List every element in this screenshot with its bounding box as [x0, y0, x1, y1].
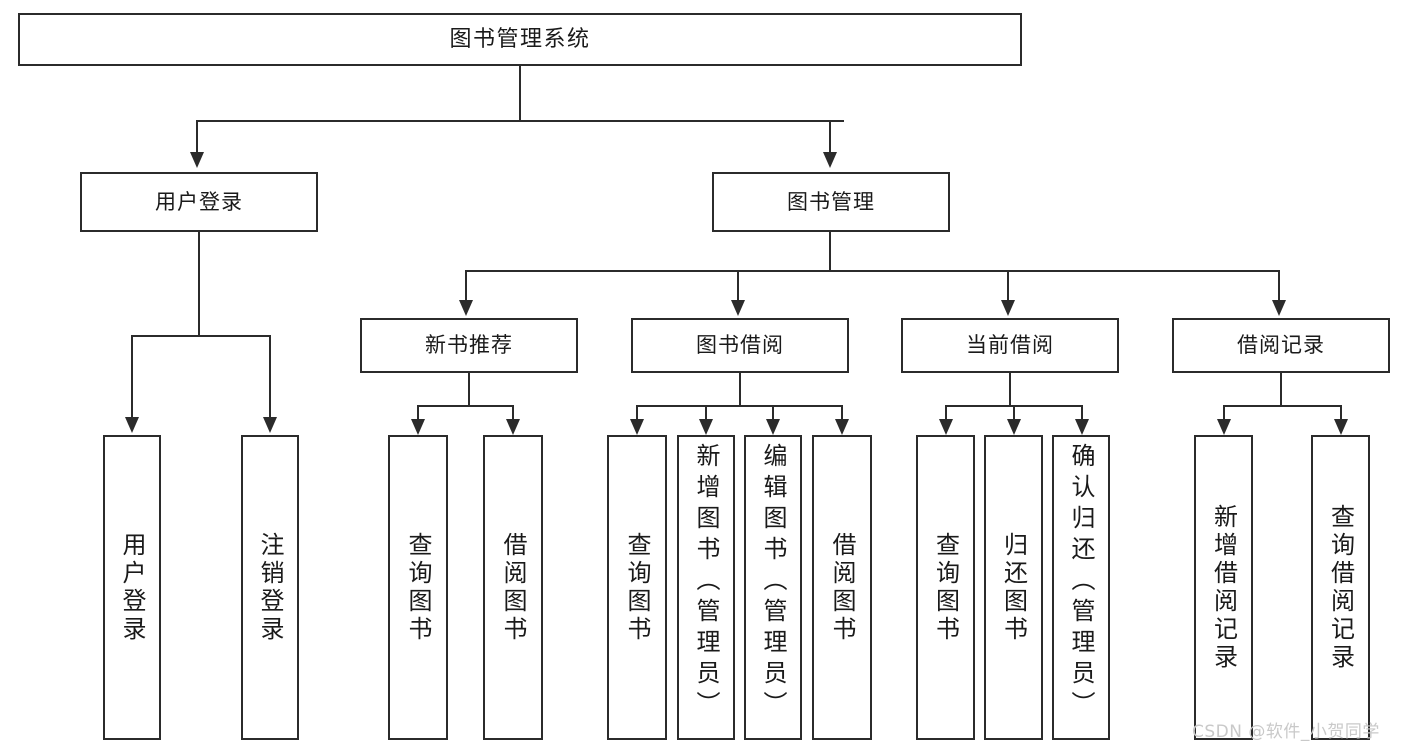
leaf-edit-book[interactable]: 编辑图书（管理员）: [744, 435, 802, 740]
connector-bb-bar: [636, 405, 843, 407]
connector-cb-stem: [1009, 373, 1011, 405]
leaf-logout[interactable]: 注销登录: [241, 435, 299, 740]
connector-user-login-drop-1: [131, 335, 133, 419]
connector-bm-drop-1: [465, 270, 467, 302]
node-label: 用户登录: [155, 189, 243, 214]
connector-user-login-bar: [131, 335, 271, 337]
node-label: 用户登录: [118, 531, 146, 644]
connector-br-stem: [1280, 373, 1282, 405]
node-label: 新增借阅记录: [1209, 503, 1238, 672]
node-label: 归还图书: [999, 531, 1028, 644]
connector-cb-drop-3: [1081, 405, 1083, 421]
node-label: 借阅图书: [828, 531, 856, 644]
connector-bm-drop-3: [1007, 270, 1009, 302]
node-label: 编辑图书（管理员）: [759, 443, 787, 722]
node-root-library-management-system[interactable]: 图书管理系统: [18, 13, 1022, 66]
leaf-query-book-3[interactable]: 查询图书: [916, 435, 975, 740]
connector-bb-drop-1: [636, 405, 638, 421]
leaf-add-book[interactable]: 新增图书（管理员）: [677, 435, 735, 740]
connector-bm-drop-2: [737, 270, 739, 302]
connector-nbr-bar: [417, 405, 513, 407]
arrow-to-leaf-query-book-2: [630, 419, 644, 435]
arrow-to-leaf-query-record: [1334, 419, 1348, 435]
connector-root-to-user-login: [196, 120, 198, 154]
connector-bb-drop-2: [705, 405, 707, 421]
node-current-borrow[interactable]: 当前借阅: [901, 318, 1119, 373]
arrow-to-leaf-add-record: [1217, 419, 1231, 435]
connector-cb-drop-1: [945, 405, 947, 421]
node-label: 查询图书: [404, 531, 432, 644]
arrow-to-leaf-return-book: [1007, 419, 1021, 435]
arrow-to-current-borrow: [1001, 300, 1015, 316]
arrow-to-leaf-borrow-book-2: [835, 419, 849, 435]
leaf-user-login[interactable]: 用户登录: [103, 435, 161, 740]
node-book-management[interactable]: 图书管理: [712, 172, 950, 232]
connector-user-login-stem: [198, 232, 200, 335]
connector-br-drop-2: [1340, 405, 1342, 421]
leaf-confirm-return[interactable]: 确认归还（管理员）: [1052, 435, 1110, 740]
csdn-watermark: CSDN @软件_小贺同学: [1192, 722, 1380, 742]
leaf-query-book-2[interactable]: 查询图书: [607, 435, 667, 740]
node-label: 注销登录: [256, 531, 284, 644]
leaf-add-record[interactable]: 新增借阅记录: [1194, 435, 1253, 740]
connector-br-drop-1: [1223, 405, 1225, 421]
node-label: 新增图书（管理员）: [692, 443, 720, 722]
node-label: 图书管理: [787, 189, 875, 214]
arrow-to-new-book-recommend: [459, 300, 473, 316]
connector-nbr-drop-1: [417, 405, 419, 421]
arrow-to-leaf-add-book: [699, 419, 713, 435]
connector-nbr-stem: [468, 373, 470, 405]
arrow-root-to-book-management: [823, 152, 837, 168]
node-book-borrow[interactable]: 图书借阅: [631, 318, 849, 373]
connector-br-bar: [1223, 405, 1341, 407]
arrow-to-leaf-confirm-return: [1075, 419, 1089, 435]
leaf-return-book[interactable]: 归还图书: [984, 435, 1043, 740]
leaf-query-record[interactable]: 查询借阅记录: [1311, 435, 1370, 740]
leaf-borrow-book-2[interactable]: 借阅图书: [812, 435, 872, 740]
node-user-login[interactable]: 用户登录: [80, 172, 318, 232]
connector-book-management-stem: [829, 232, 831, 270]
connector-nbr-drop-2: [512, 405, 514, 421]
arrow-to-leaf-user-login: [125, 417, 139, 433]
connector-root-to-book-management: [829, 120, 831, 154]
arrow-root-to-user-login: [190, 152, 204, 168]
arrow-to-book-borrow: [731, 300, 745, 316]
leaf-borrow-book-1[interactable]: 借阅图书: [483, 435, 543, 740]
arrow-to-leaf-logout: [263, 417, 277, 433]
connector-book-management-bar: [465, 270, 1280, 272]
connector-bb-stem: [739, 373, 741, 405]
arrow-to-leaf-edit-book: [766, 419, 780, 435]
connector-root-stem: [519, 66, 521, 120]
node-label: 借阅图书: [499, 531, 527, 644]
node-borrow-record[interactable]: 借阅记录: [1172, 318, 1390, 373]
connector-bb-drop-4: [841, 405, 843, 421]
arrow-to-borrow-record: [1272, 300, 1286, 316]
node-label: 查询图书: [931, 531, 960, 644]
connector-root-bar: [196, 120, 844, 122]
node-label: 图书管理系统: [449, 26, 591, 52]
node-label: 图书借阅: [696, 333, 784, 358]
node-label: 查询借阅记录: [1326, 503, 1355, 672]
node-label: 确认归还（管理员）: [1067, 443, 1095, 722]
node-label: 借阅记录: [1237, 333, 1325, 358]
node-label: 查询图书: [623, 531, 651, 644]
connector-cb-drop-2: [1013, 405, 1015, 421]
arrow-to-leaf-borrow-book-1: [506, 419, 520, 435]
arrow-to-leaf-query-book-3: [939, 419, 953, 435]
connector-user-login-drop-2: [269, 335, 271, 419]
arrow-to-leaf-query-book-1: [411, 419, 425, 435]
leaf-query-book-1[interactable]: 查询图书: [388, 435, 448, 740]
node-new-book-recommend[interactable]: 新书推荐: [360, 318, 578, 373]
node-label: 当前借阅: [966, 333, 1054, 358]
connector-bb-drop-3: [772, 405, 774, 421]
connector-bm-drop-4: [1278, 270, 1280, 302]
node-label: 新书推荐: [425, 333, 513, 358]
